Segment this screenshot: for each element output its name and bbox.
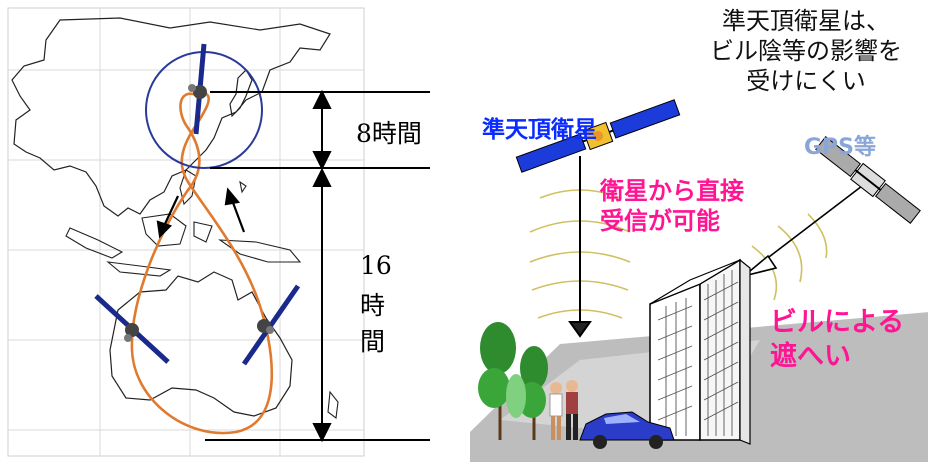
orbit-direction-arrows: [156, 187, 246, 239]
map-grid: [8, 8, 364, 456]
duration-16h-number: 16: [360, 251, 392, 280]
pedestrians: [549, 380, 578, 440]
asia-landmass: [11, 17, 331, 217]
trees: [478, 322, 548, 440]
duration-markers: [205, 89, 430, 443]
qzss-note: 準天頂衛星は、 ビル陰等の影響を 受けにくい: [710, 7, 902, 95]
direct-reception-arrow: [568, 156, 592, 338]
map-panel: [7, 7, 365, 457]
duration-8h-label: 8時間: [356, 119, 422, 148]
gps-blocked-signal: [743, 185, 863, 277]
map-frame: [7, 7, 365, 457]
gps-label: GPS等: [804, 135, 877, 160]
australia: [109, 271, 293, 417]
qzss-ground-track: [130, 92, 274, 435]
gps-satellite-icon: [815, 136, 921, 224]
direct-reception-label: 衛星から直接 受信が可能: [600, 177, 744, 235]
office-building: [649, 258, 751, 445]
duration-16h-kan: 間: [360, 327, 386, 356]
building-blockage-label: ビルによる 遮へい: [770, 307, 905, 372]
gps-signal-waves: [751, 213, 828, 301]
satellite-icon: [94, 294, 170, 364]
car: [579, 411, 675, 449]
qzss-label: 準天頂衛星: [482, 117, 597, 143]
satellite-icon: [241, 284, 301, 366]
new-zealand: [327, 390, 339, 420]
satellite-icon: [188, 43, 207, 135]
duration-16h-ji: 時: [360, 291, 386, 320]
qzss-satellite-icon: [515, 99, 681, 173]
